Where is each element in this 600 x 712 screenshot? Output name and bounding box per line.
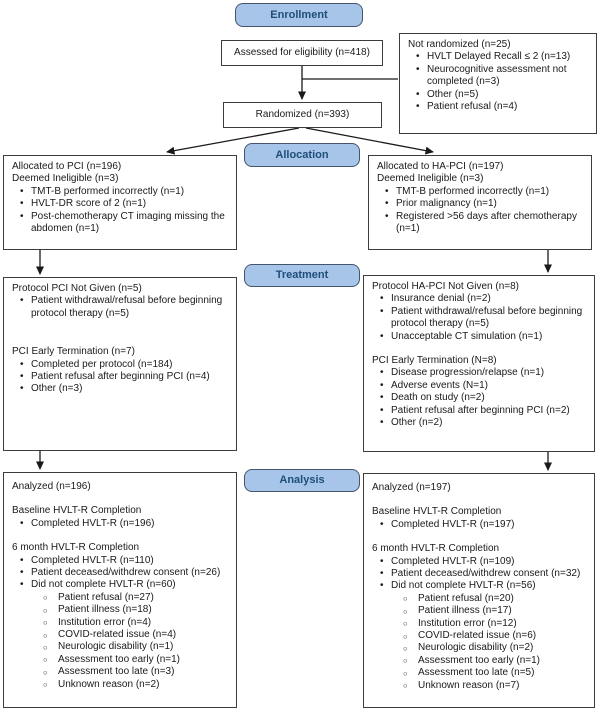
list-item: Disease progression/relapse (n=1) xyxy=(372,367,589,380)
baseline-completion-title: Baseline HVLT-R Completion xyxy=(372,506,502,518)
analysis-pci-box: Analyzed (n=196) Baseline HVLT-R Complet… xyxy=(3,472,237,708)
list-item: Other (n=3) xyxy=(12,383,231,396)
list-item: Completed HVLT-R (n=109) xyxy=(372,556,589,569)
list-item: Did not complete HVLT-R (n=56) xyxy=(372,580,589,593)
list-item: Assessment too late (n=3) xyxy=(12,666,231,679)
list-item: COVID-related issue (n=4) xyxy=(12,629,231,642)
list-item: Neurologic disability (n=2) xyxy=(372,642,589,655)
protocol-not-given-title: Protocol HA-PCI Not Given (n=8) xyxy=(372,281,519,292)
list-item: Patient withdrawal/refusal before beginn… xyxy=(12,295,231,320)
list-item: Institution error (n=4) xyxy=(12,617,231,630)
month6-completion-title: 6 month HVLT-R Completion xyxy=(12,542,140,554)
analyzed-title: Analyzed (n=196) xyxy=(12,481,91,492)
randomized-box: Randomized (n=393) xyxy=(223,102,382,128)
list-item: Patient refusal (n=4) xyxy=(408,101,591,114)
list-item: Registered >56 days after chemotherapy (… xyxy=(377,211,586,236)
list-item: Neurocognitive assessment not completed … xyxy=(408,64,591,89)
list-item: Assessment too early (n=1) xyxy=(372,655,589,668)
not-randomized-box: Not randomized (n=25) HVLT Delayed Recal… xyxy=(399,33,597,134)
deemed-ineligible-title: Deemed Ineligible (n=3) xyxy=(12,173,119,185)
list-item: Prior malignancy (n=1) xyxy=(377,198,586,211)
treatment-phase-label: Treatment xyxy=(275,269,329,282)
month6-completion-title: 6 month HVLT-R Completion xyxy=(372,543,500,555)
early-termination-title: PCI Early Termination (n=7) xyxy=(12,346,135,358)
not-randomized-title: Not randomized (n=25) xyxy=(408,39,511,50)
allocation-phase-label: Allocation xyxy=(275,148,329,161)
list-item: Patient refusal (n=27) xyxy=(12,592,231,605)
list-item: TMT-B performed incorrectly (n=1) xyxy=(377,186,586,199)
protocol-not-given-title: Protocol PCI Not Given (n=5) xyxy=(12,283,142,294)
analysis-ha-pci-box: Analyzed (n=197) Baseline HVLT-R Complet… xyxy=(363,473,595,708)
list-item: Institution error (n=12) xyxy=(372,618,589,631)
analysis-phase-badge: Analysis xyxy=(244,469,360,492)
list-item: Patient withdrawal/refusal before beginn… xyxy=(372,306,589,331)
list-item: Completed per protocol (n=184) xyxy=(12,359,231,372)
allocated-pci-box: Allocated to PCI (n=196) Deemed Ineligib… xyxy=(3,155,237,250)
enrollment-phase-badge: Enrollment xyxy=(235,3,363,27)
deemed-ineligible-title: Deemed Ineligible (n=3) xyxy=(377,173,484,185)
allocated-ha-pci-title: Allocated to HA-PCI (n=197) xyxy=(377,161,504,172)
assessed-eligibility-label: Assessed for eligibility (n=418) xyxy=(234,46,370,58)
list-item: Insurance denial (n=2) xyxy=(372,293,589,306)
treatment-ha-pci-box: Protocol HA-PCI Not Given (n=8) Insuranc… xyxy=(363,275,595,452)
enrollment-phase-label: Enrollment xyxy=(270,8,328,21)
analysis-phase-label: Analysis xyxy=(279,474,325,487)
list-item: Unacceptable CT simulation (n=1) xyxy=(372,331,589,344)
list-item: Patient illness (n=17) xyxy=(372,605,589,618)
list-item: COVID-related issue (n=6) xyxy=(372,630,589,643)
list-item: Adverse events (N=1) xyxy=(372,380,589,393)
analyzed-title: Analyzed (n=197) xyxy=(372,482,451,493)
list-item: Completed HVLT-R (n=197) xyxy=(372,519,589,532)
list-item: Patient illness (n=18) xyxy=(12,604,231,617)
baseline-completion-title: Baseline HVLT-R Completion xyxy=(12,505,142,517)
list-item: Patient refusal after beginning PCI (n=2… xyxy=(372,405,589,418)
early-termination-title: PCI Early Termination (N=8) xyxy=(372,355,497,367)
list-item: Patient deceased/withdrew consent (n=32) xyxy=(372,568,589,581)
treatment-pci-box: Protocol PCI Not Given (n=5) Patient wit… xyxy=(3,277,237,451)
allocation-phase-badge: Allocation xyxy=(244,143,360,167)
treatment-phase-badge: Treatment xyxy=(244,264,360,287)
list-item: Patient refusal after beginning PCI (n=4… xyxy=(12,371,231,384)
list-item: Other (n=5) xyxy=(408,89,591,102)
list-item: Post-chemotherapy CT imaging missing the… xyxy=(12,211,231,236)
allocated-ha-pci-box: Allocated to HA-PCI (n=197) Deemed Ineli… xyxy=(368,155,592,250)
list-item: Patient refusal (n=20) xyxy=(372,593,589,606)
list-item: HVLT-DR score of 2 (n=1) xyxy=(12,198,231,211)
assessed-eligibility-box: Assessed for eligibility (n=418) xyxy=(221,40,383,66)
list-item: Unknown reason (n=2) xyxy=(12,679,231,692)
list-item: TMT-B performed incorrectly (n=1) xyxy=(12,186,231,199)
list-item: Completed HVLT-R (n=110) xyxy=(12,555,231,568)
allocated-pci-title: Allocated to PCI (n=196) xyxy=(12,161,122,172)
list-item: Assessment too late (n=5) xyxy=(372,667,589,680)
list-item: Did not complete HVLT-R (n=60) xyxy=(12,579,231,592)
list-item: Assessment too early (n=1) xyxy=(12,654,231,667)
randomized-label: Randomized (n=393) xyxy=(255,108,350,120)
list-item: Other (n=2) xyxy=(372,417,589,430)
list-item: Death on study (n=2) xyxy=(372,392,589,405)
list-item: Neurologic disability (n=1) xyxy=(12,641,231,654)
list-item: HVLT Delayed Recall ≤ 2 (n=13) xyxy=(408,51,591,64)
list-item: Unknown reason (n=7) xyxy=(372,680,589,693)
list-item: Completed HVLT-R (n=196) xyxy=(12,518,231,531)
list-item: Patient deceased/withdrew consent (n=26) xyxy=(12,567,231,580)
